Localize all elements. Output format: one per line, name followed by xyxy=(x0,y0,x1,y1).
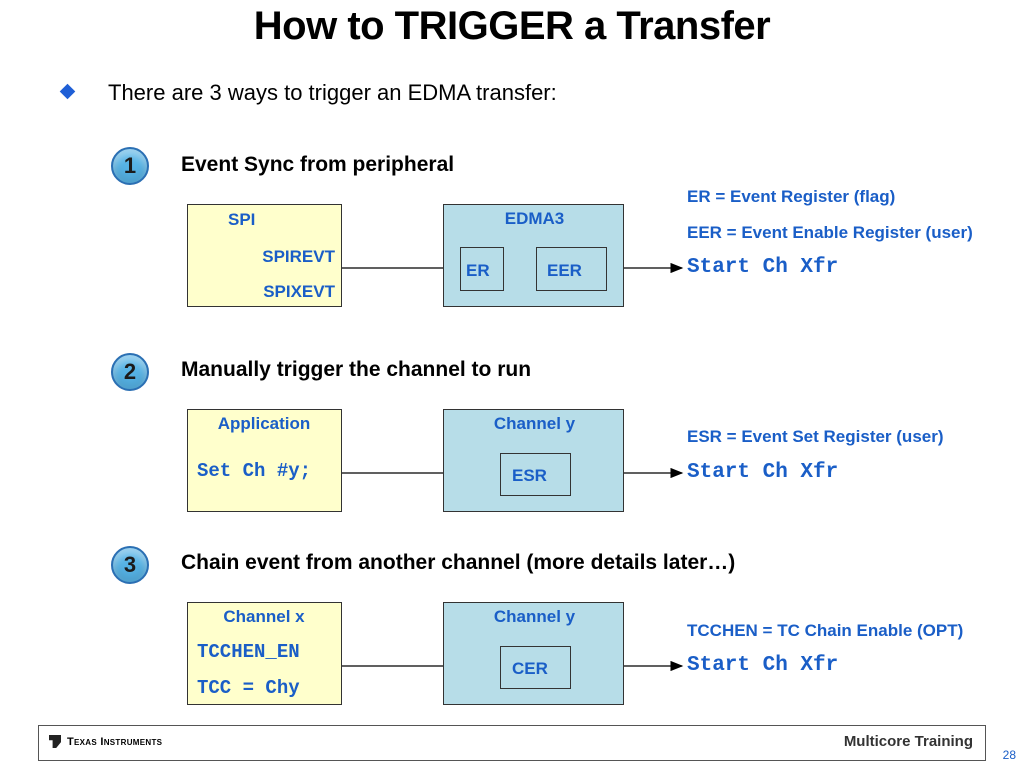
esr-register-box: ESR xyxy=(500,453,571,496)
footer-bar: Texas Instruments Multicore Training xyxy=(38,725,986,761)
note-tcchen: TCCHEN = TC Chain Enable (OPT) xyxy=(687,621,964,640)
step-1-result: Start Ch Xfr xyxy=(687,256,839,279)
bullet-diamond-icon xyxy=(59,83,76,100)
spi-tx-event: SPIXEVT xyxy=(263,282,335,301)
edma3-box-title: EDMA3 xyxy=(504,209,565,228)
note-eer: EER = Event Enable Register (user) xyxy=(687,223,973,242)
cer-register-box: CER xyxy=(500,646,571,689)
set-channel-code: Set Ch #y; xyxy=(197,460,312,482)
channel-x-box: Channel x TCCHEN_EN TCC = Chy xyxy=(187,602,342,705)
step-2-heading: Manually trigger the channel to run xyxy=(181,358,532,381)
application-box-title: Application xyxy=(217,414,311,433)
edma3-box: EDMA3 ER EER xyxy=(443,204,624,307)
step-3-result: Start Ch Xfr xyxy=(687,654,839,677)
spi-box-title: SPI xyxy=(228,210,256,229)
ti-logo-text: Texas Instruments xyxy=(67,735,163,748)
step-1-heading: Event Sync from peripheral xyxy=(181,153,455,176)
esr-label: ESR xyxy=(512,466,547,485)
application-box: Application Set Ch #y; xyxy=(187,409,342,512)
spi-box: SPI SPIREVT SPIXEVT xyxy=(187,204,342,307)
step-2-result: Start Ch Xfr xyxy=(687,461,839,484)
eer-register-box: EER xyxy=(536,247,607,291)
intro-text: There are 3 ways to trigger an EDMA tran… xyxy=(108,80,557,105)
channel-y-title-2: Channel y xyxy=(493,414,576,433)
step-3-heading: Chain event from another channel (more d… xyxy=(181,551,736,574)
tcchen-code: TCCHEN_EN xyxy=(197,641,300,663)
page-number: 28 xyxy=(1002,748,1016,762)
er-register-box: ER xyxy=(460,247,504,291)
channel-y-title-3: Channel y xyxy=(493,607,576,626)
note-esr: ESR = Event Set Register (user) xyxy=(687,427,944,446)
ti-logo: Texas Instruments xyxy=(49,735,162,748)
channel-x-title: Channel x xyxy=(223,607,305,626)
channel-y-box-2: Channel y ESR xyxy=(443,409,624,512)
er-label: ER xyxy=(466,261,490,280)
channel-y-box-3: Channel y CER xyxy=(443,602,624,705)
ti-logo-icon xyxy=(49,735,61,748)
note-er: ER = Event Register (flag) xyxy=(687,187,896,206)
step-1-number-badge: 1 xyxy=(111,147,149,185)
step-3-number-badge: 3 xyxy=(111,546,149,584)
tcc-code: TCC = Chy xyxy=(197,677,300,699)
slide-title: How to TRIGGER a Transfer xyxy=(253,4,771,48)
spi-rx-event: SPIREVT xyxy=(262,247,335,266)
step-2-number-badge: 2 xyxy=(111,353,149,391)
multicore-training-brand: Multicore Training xyxy=(843,733,973,750)
eer-label: EER xyxy=(547,261,582,280)
cer-label: CER xyxy=(512,659,548,678)
